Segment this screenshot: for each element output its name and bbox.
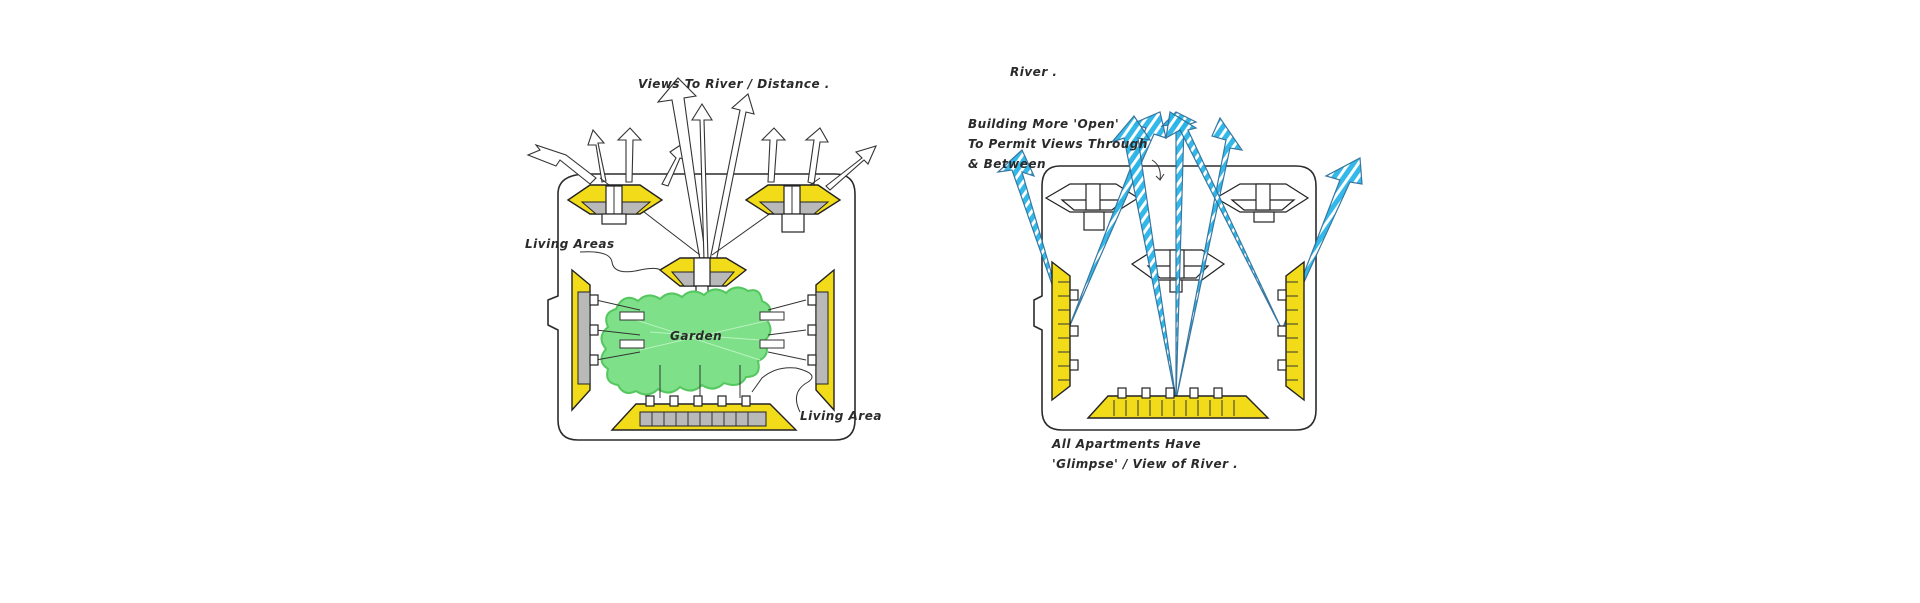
leader-living-area: [751, 367, 813, 413]
right-building-east: [1277, 260, 1305, 402]
label-building-open-1: Building More 'Open': [968, 117, 1119, 131]
left-building-west: [571, 268, 599, 412]
left-plan: Views To River / Distance . Living Areas…: [525, 77, 882, 441]
left-connection-lines: [595, 299, 807, 398]
right-building-south: [1086, 387, 1270, 419]
right-plan: River . Building More 'Open' To Permit V…: [968, 65, 1363, 471]
label-building-open-3: & Between: [968, 157, 1046, 171]
left-building-east: [807, 268, 835, 412]
label-all-apartments-2: 'Glimpse' / View of River .: [1052, 457, 1238, 471]
label-all-apartments-1: All Apartments Have: [1051, 437, 1201, 451]
view-cones: [996, 111, 1363, 401]
leader-living-areas: [579, 251, 663, 273]
left-view-arrows: [526, 77, 877, 263]
left-building-south: [610, 395, 798, 431]
left-building-top-right: [744, 184, 842, 233]
right-building-west: [1051, 260, 1079, 402]
right-building-top-left: [1044, 183, 1140, 231]
label-building-open-2: To Permit Views Through: [968, 137, 1148, 151]
right-building-top-right: [1214, 183, 1310, 223]
garden-area: [600, 286, 785, 396]
label-views-to-river: Views To River / Distance .: [638, 77, 830, 91]
label-garden: Garden: [670, 329, 722, 343]
right-site-boundary: [1033, 165, 1317, 431]
label-river: River .: [1010, 65, 1057, 79]
leader-building-open: [1151, 159, 1165, 182]
label-living-areas: Living Areas: [525, 237, 615, 251]
left-building-top-left: [566, 184, 664, 225]
left-site-boundary: [547, 173, 856, 441]
label-living-area: Living Area: [800, 409, 882, 423]
